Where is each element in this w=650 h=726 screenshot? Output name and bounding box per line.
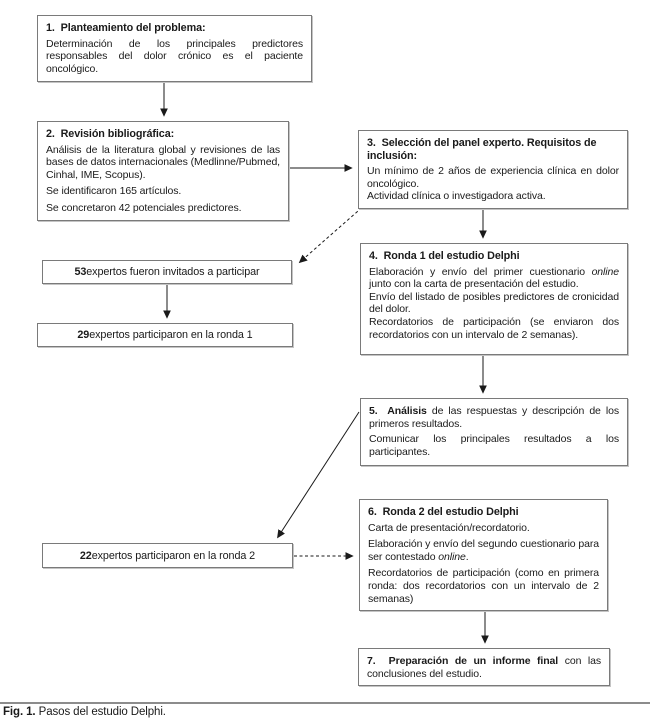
step-5-title: 5. Análisis (369, 405, 427, 417)
step-4-text-1-start: Elaboración y envío del primer cuestiona… (369, 265, 592, 278)
round2-participants-box: 22 expertos participaron en la ronda 2 (42, 543, 293, 568)
step-4-text-1-end: junto con la carta de presentación del e… (369, 278, 579, 291)
invited-experts-box: 53 expertos fueron invitados a participa… (42, 260, 292, 284)
invited-experts-label: expertos fueron invitados a participar (86, 266, 260, 278)
step-6-text-3: Recordatorios de participación (como en … (368, 567, 599, 605)
step-5-box: 5. Análisis de las respuestas y descripc… (360, 398, 628, 466)
arrow-step3-to-invited-dashed (298, 203, 367, 264)
step-3-text-2: Actividad clínica o investigadora activa… (367, 190, 546, 203)
round1-participants-label: expertos participaron en la ronda 1 (89, 329, 253, 341)
step-3-title: 3. Selección del panel experto. Requisit… (367, 137, 597, 162)
step-6-text-2-end: . (465, 550, 469, 563)
step-5-text-1-rest: de las respuestas y descripción de los p… (369, 405, 619, 430)
step-6-text-2-italic: online (438, 550, 466, 563)
round1-participants-box: 29 expertos participaron en la ronda 1 (37, 323, 293, 347)
step-7-text-rest: con las conclusiones del estudio. (367, 655, 602, 680)
step-1-box: 1. Planteamiento del problema: Determina… (37, 15, 312, 82)
step-6-box: 6. Ronda 2 del estudio Delphi Carta de p… (359, 499, 608, 612)
step-4-text-1: Elaboración y envío del primer cuestiona… (369, 266, 619, 291)
invited-experts-count: 53 (74, 266, 87, 278)
step-2-text-3: Se concretaron 42 potenciales predictore… (46, 201, 242, 214)
round2-participants-count: 22 (79, 549, 92, 562)
step-1-text: Determinación de los principales predict… (46, 37, 303, 75)
step-2-text-1: Análisis de la literatura global y revis… (46, 143, 280, 181)
step-3-text-1: Un mínimo de 2 años de experiencia clíni… (367, 165, 619, 190)
step-4-text-3: Recordatorios de participación (se envia… (369, 315, 619, 341)
step-7-text: 7. Preparación de un informe final con l… (367, 655, 601, 680)
step-4-text-2: Envío del listado de posibles predictore… (369, 290, 619, 316)
step-4-title: 4. Ronda 1 del estudio Delphi (369, 250, 520, 262)
step-2-title: 2. Revisión bibliográfica: (46, 128, 175, 140)
round1-participants-count: 29 (77, 329, 90, 341)
step-4-text-1-italic: online (591, 265, 620, 278)
step-2-text-2: Se identificaron 165 artículos. (46, 185, 182, 198)
figure-caption-label: Fig. 1. (3, 706, 36, 718)
step-6-text-2-start: Elaboración y envío del segundo cuestion… (368, 538, 599, 563)
step-7-box: 7. Preparación de un informe final con l… (358, 648, 610, 687)
step-6-text-2: Elaboración y envío del segundo cuestion… (368, 538, 599, 563)
step-5-text-1: 5. Análisis de las respuestas y descripc… (369, 405, 619, 430)
round2-participants-label: expertos participaron en la ronda 2 (91, 549, 256, 562)
arrow-step5-to-round2 (277, 411, 360, 539)
step-6-title: 6. Ronda 2 del estudio Delphi (368, 506, 519, 518)
step-2-box: 2. Revisión bibliográfica: Análisis de l… (37, 121, 289, 221)
step-6-text-1: Carta de presentación/recordatorio. (368, 521, 530, 534)
step-1-title: 1. Planteamiento del problema: (46, 22, 206, 34)
step-3-box: 3. Selección del panel experto. Requisit… (358, 130, 628, 209)
figure-caption-text: Pasos del estudio Delphi. (35, 706, 166, 718)
step-7-title: 7. Preparación de un informe final (367, 655, 559, 667)
step-4-box: 4. Ronda 1 del estudio Delphi Elaboració… (360, 243, 628, 355)
step-5-text-2: Comunicar los principales resultados a l… (369, 433, 619, 458)
figure-caption: Fig. 1. Pasos del estudio Delphi. (3, 706, 166, 718)
